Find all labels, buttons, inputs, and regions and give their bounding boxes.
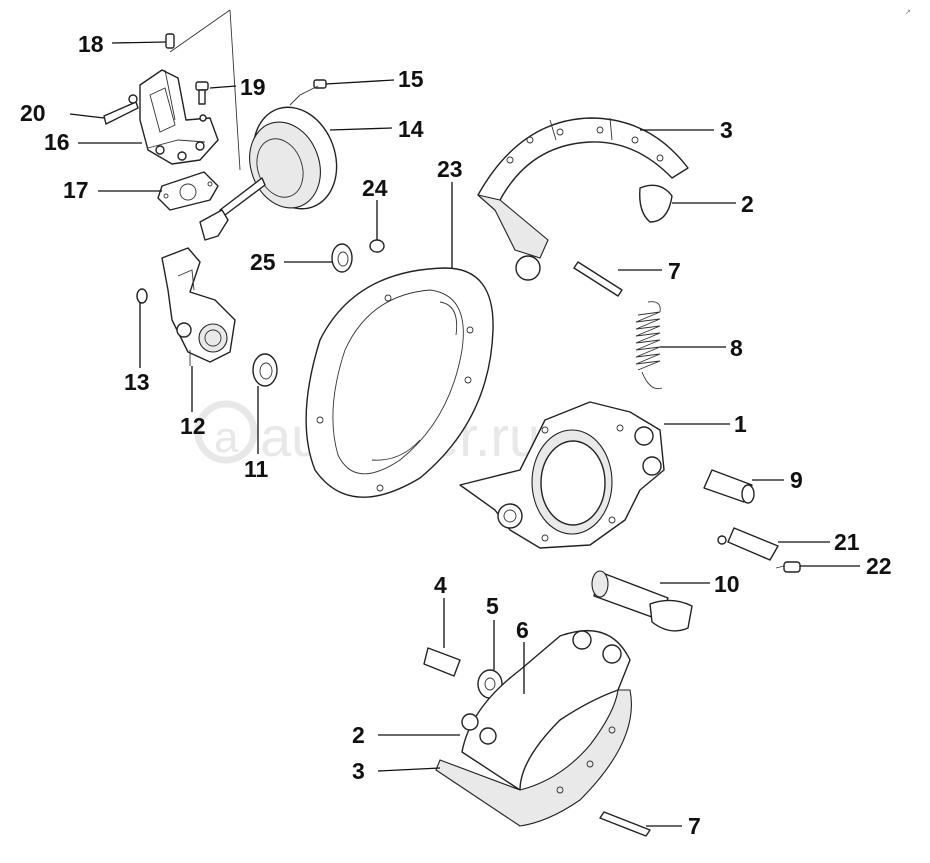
brake-chamber-14-drawing (199, 79, 338, 241)
label-5: 5 (486, 593, 499, 619)
label-7-bottom: 7 (688, 813, 701, 839)
label-17: 17 (63, 177, 89, 203)
label-14: 14 (398, 116, 424, 142)
washer-11-drawing (252, 353, 278, 387)
label-1: 1 (734, 411, 747, 437)
lower-shoe-drawing (435, 629, 632, 827)
corner-mark: ↗ (905, 9, 911, 16)
label-18: 18 (78, 31, 104, 57)
label-23: 23 (437, 156, 463, 182)
label-2-bottom: 2 (352, 722, 365, 748)
label-9: 9 (790, 467, 803, 493)
label-19: 19 (240, 74, 266, 100)
label-15: 15 (398, 66, 424, 92)
seal-25-drawing (331, 243, 353, 273)
spider-1-drawing (459, 401, 665, 549)
label-12: 12 (180, 413, 206, 439)
ring-13-drawing (136, 288, 148, 304)
part-number-labels: 18 20 16 17 19 15 14 24 23 25 13 12 11 3… (20, 31, 892, 839)
label-7-top: 7 (668, 258, 681, 284)
label-6: 6 (516, 617, 529, 643)
label-3-top: 3 (720, 117, 733, 143)
camshaft-10-drawing (591, 570, 693, 632)
upper-shoe-drawing (477, 117, 689, 281)
pin-9-drawing (703, 469, 755, 504)
label-11: 11 (244, 456, 269, 482)
pin-7-top-drawing (573, 261, 623, 297)
bolt-18-drawing (165, 33, 175, 49)
bracket-21-drawing (717, 527, 779, 561)
pin-7-bottom-drawing (599, 811, 651, 837)
label-13: 13 (124, 369, 150, 395)
label-4: 4 (434, 572, 447, 598)
clip-24-drawing (369, 239, 385, 253)
spring-8-drawing (635, 301, 663, 390)
label-16: 16 (44, 129, 70, 155)
label-24: 24 (362, 175, 388, 201)
label-8: 8 (730, 335, 743, 361)
label-10: 10 (714, 571, 740, 597)
bolt-20-drawing (103, 94, 139, 125)
label-21: 21 (834, 529, 860, 555)
label-3-bottom: 3 (352, 758, 365, 784)
label-22: 22 (866, 553, 892, 579)
label-25: 25 (250, 249, 276, 275)
pin-4-drawing (423, 647, 461, 677)
fitting-22-drawing (775, 561, 801, 573)
leader-lines (69, 41, 860, 827)
slack-adjuster-12-drawing (161, 247, 236, 366)
svg-text:a: a (214, 413, 239, 462)
bolt-19-drawing (195, 81, 209, 122)
label-20: 20 (20, 100, 46, 126)
bracket-16-drawing (139, 69, 219, 165)
label-2-top: 2 (741, 191, 754, 217)
gasket-17-drawing (157, 171, 219, 211)
dust-shield-23-drawing (305, 267, 494, 498)
